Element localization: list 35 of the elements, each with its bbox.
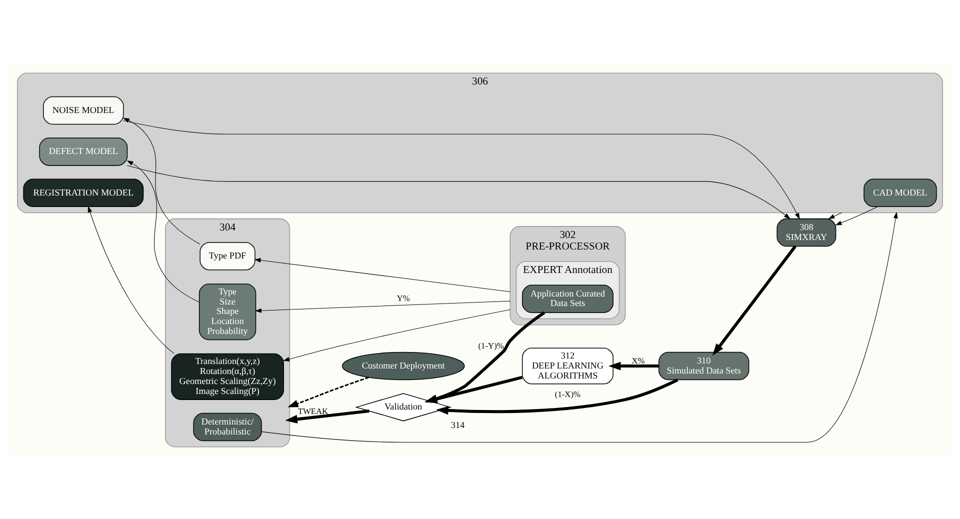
edge-label: Y% (396, 294, 410, 303)
node-box: Deterministic/ Probabilistic (193, 412, 262, 441)
node-box: 310 Simulated Data Sets (658, 351, 750, 380)
arrow (88, 205, 175, 354)
node-box: Application Curated Data Sets (522, 284, 614, 312)
node-label: 314 (450, 420, 465, 430)
arrow (285, 408, 370, 423)
node-box: Translation(x,y,z) Rotation(α,β,τ) Geometric Scaling(Zz,Zy) Image Scaling(P) (171, 352, 284, 400)
arrow (254, 300, 510, 312)
arrow (436, 378, 678, 414)
node-box: DEFECT MODEL (39, 137, 128, 166)
edge-label: (1-Y)% (478, 340, 504, 350)
arrow (126, 160, 200, 302)
arrow (712, 244, 796, 356)
arrow (261, 211, 898, 442)
edge-label: X% (632, 356, 645, 366)
arrow (835, 206, 878, 225)
edge-label: TWEAK (298, 406, 328, 416)
node-box: Type Size Shape Location Probability (198, 283, 256, 340)
node-box: REGISTRATION MODEL (23, 178, 144, 206)
arrow (828, 212, 842, 219)
node-box: NOISE MODEL (42, 96, 124, 124)
arrow (283, 308, 510, 361)
node-box: 312 DEEP LEARNING ALGORITHMS (522, 347, 614, 384)
arrow (123, 120, 800, 219)
node-box: Type PDF (200, 242, 256, 270)
node-ellipse: Customer Deployment (342, 351, 465, 380)
arrow (126, 164, 790, 219)
node-box: CAD MODEL (864, 178, 937, 206)
edge-label: (1-X)% (554, 390, 581, 399)
arrow (254, 258, 510, 292)
arrow (122, 117, 200, 244)
arrow (288, 376, 369, 407)
arrow (608, 361, 659, 370)
node-box: 308 SIMXRAY (776, 218, 836, 246)
